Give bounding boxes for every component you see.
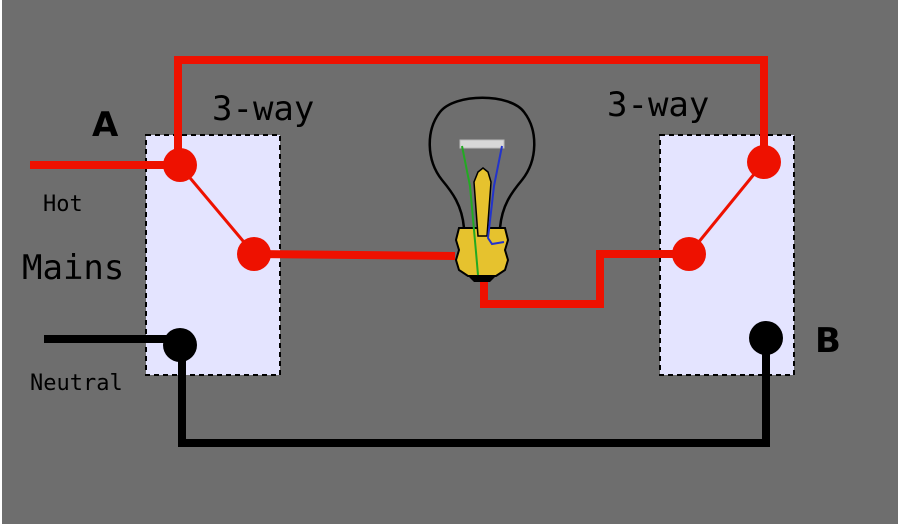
switch-a-neutral-terminal [163, 328, 197, 362]
switch-b-traveler-terminal-top [747, 145, 781, 179]
switch-a-to-bulb-wire [253, 250, 456, 260]
traveler-wire-top [174, 56, 768, 166]
bulb-to-switch-b-wire [480, 250, 688, 308]
light-bulb-icon [428, 96, 536, 282]
filament-support-left [461, 145, 479, 276]
switch-b-type-label: 3-way [607, 85, 709, 125]
switch-a-common-terminal [163, 148, 197, 182]
hot-label: Hot [43, 192, 83, 217]
switch-a-lever [178, 165, 256, 255]
switch-a-traveler-terminal [237, 237, 271, 271]
switch-b-lever [687, 161, 766, 255]
switch-a-type-label: 3-way [212, 89, 314, 129]
switch-a-letter: A [92, 105, 119, 145]
neutral-wire-loop [178, 338, 770, 447]
bulb-contact [468, 276, 496, 282]
neutral-label: Neutral [30, 371, 123, 396]
filament-support-right [486, 145, 505, 246]
switch-b-common-terminal [672, 237, 706, 271]
bulb-glass [428, 96, 536, 229]
switch-b-letter: B [815, 321, 841, 361]
switch-b-neutral-terminal [749, 321, 783, 355]
bulb-stem [473, 167, 492, 237]
bulb-filament [459, 139, 505, 149]
mains-label: Mains [22, 248, 124, 288]
